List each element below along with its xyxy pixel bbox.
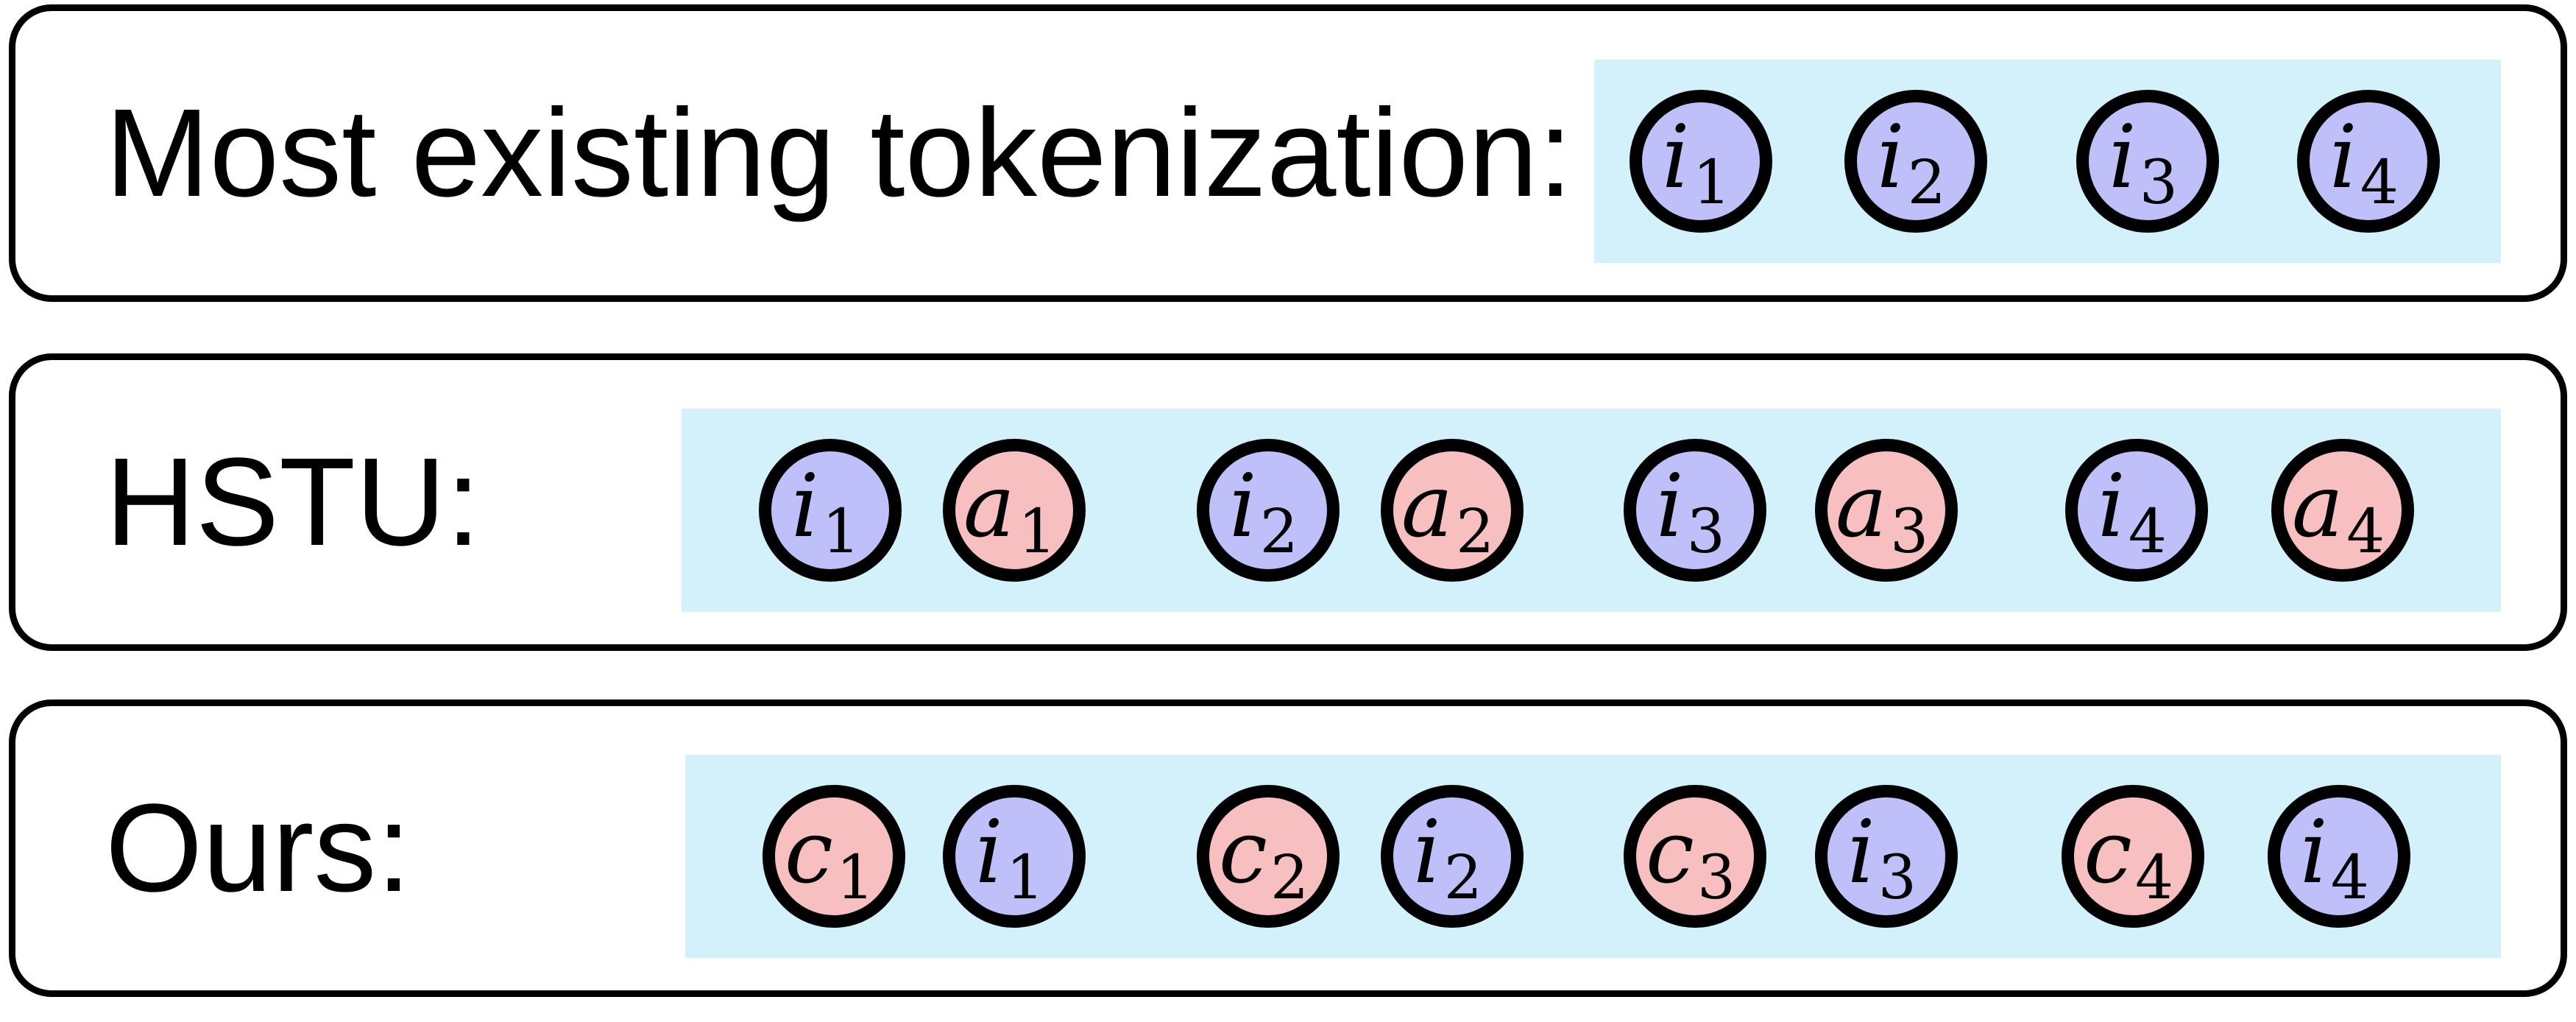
token-subscript: 2 <box>1907 148 1946 218</box>
token-subscript: 4 <box>2330 843 2369 913</box>
token-symbol: i <box>1229 455 1257 557</box>
row-label: Most existing tokenization: <box>105 83 1573 223</box>
token-symbol: i <box>2098 455 2126 557</box>
token-subscript: 3 <box>1696 843 1736 913</box>
token-symbol: i <box>1413 801 1441 903</box>
token-subscript: 4 <box>2128 497 2167 567</box>
token-symbol: i <box>2300 801 2328 903</box>
token-subscript: 2 <box>1443 843 1482 913</box>
row-label: HSTU: <box>105 432 481 572</box>
token-symbol: i <box>791 455 819 557</box>
token-subscript: 3 <box>1890 497 1929 567</box>
token-subscript: 1 <box>835 843 875 913</box>
token-subscript: 1 <box>1692 148 1731 218</box>
token-subscript: 2 <box>1270 843 1309 913</box>
row-label: Ours: <box>105 778 411 918</box>
token-subscript: 3 <box>1878 843 1917 913</box>
token-symbol: c <box>1218 801 1267 903</box>
token-subscript: 1 <box>1005 843 1044 913</box>
token-symbol: i <box>2109 106 2137 208</box>
token-subscript: 4 <box>2360 148 2399 218</box>
token-symbol: a <box>963 455 1016 557</box>
token-subscript: 1 <box>821 497 860 567</box>
token-symbol: a <box>1835 455 1888 557</box>
token-symbol: c <box>2083 801 2132 903</box>
token-symbol: i <box>1656 455 1684 557</box>
token-subscript: 4 <box>2134 843 2174 913</box>
token-subscript: 2 <box>1456 497 1495 567</box>
token-symbol: a <box>2291 455 2344 557</box>
token-symbol: c <box>784 801 833 903</box>
token-symbol: i <box>2329 106 2357 208</box>
token-symbol: a <box>1401 455 1454 557</box>
token-symbol: c <box>1645 801 1694 903</box>
token-subscript: 2 <box>1259 497 1298 567</box>
token-subscript: 4 <box>2346 497 2385 567</box>
token-symbol: i <box>1877 106 1905 208</box>
token-subscript: 3 <box>1686 497 1725 567</box>
token-subscript: 3 <box>2139 148 2178 218</box>
token-symbol: i <box>1662 106 1690 208</box>
token-symbol: i <box>1847 801 1875 903</box>
token-symbol: i <box>975 801 1003 903</box>
token-subscript: 1 <box>1018 497 1057 567</box>
